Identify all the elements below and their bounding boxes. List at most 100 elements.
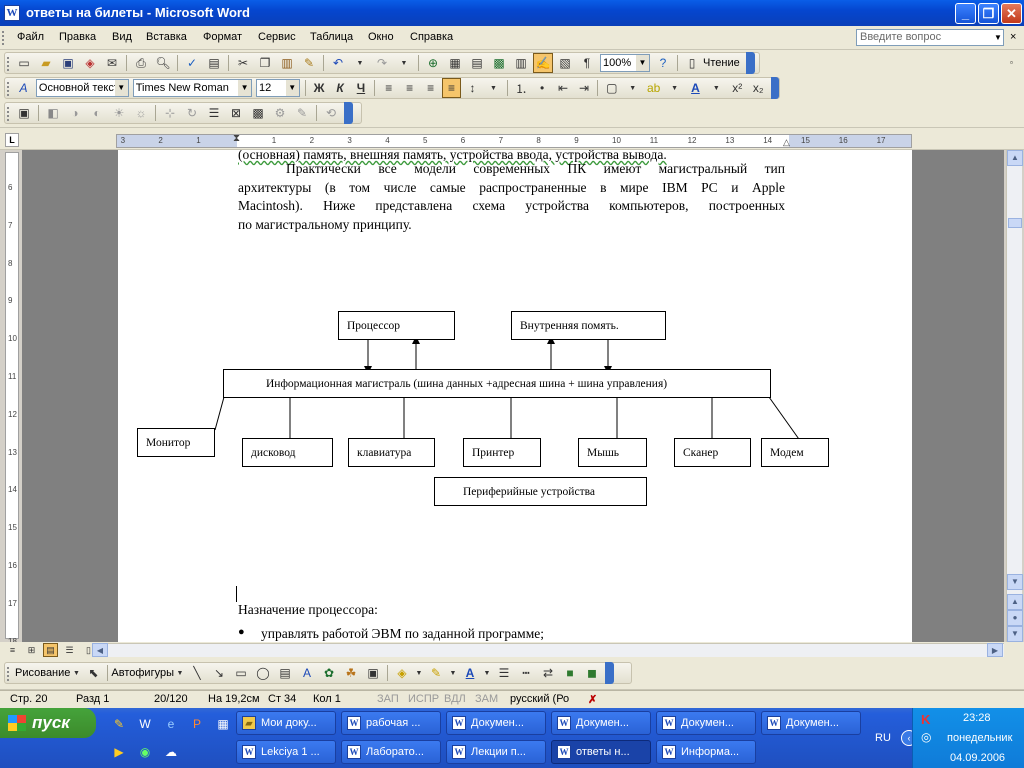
print-preview-icon[interactable]: 🔍︎ [155,56,171,70]
columns-icon[interactable]: ▥ [515,56,527,70]
redo-icon[interactable]: ↷ [376,56,388,70]
help-dropdown-icon[interactable]: ▼ [994,33,1002,42]
reset-picture-icon[interactable]: ⟲ [325,106,337,120]
next-page-icon[interactable]: ▼ [1007,626,1023,642]
size-dropdown-icon[interactable]: ▼ [285,80,299,96]
format-painter-icon[interactable]: ✎ [303,56,315,70]
align-right-icon[interactable]: ≡ [427,81,435,95]
close-doc-icon[interactable]: × [1010,31,1017,43]
status-ext[interactable]: ВДЛ [444,693,466,705]
line-color-dropdown-icon[interactable]: ▼ [449,669,457,677]
toolbar-options-icon[interactable] [344,102,353,124]
scroll-down-icon[interactable]: ▼ [1007,574,1023,590]
line-style-icon[interactable]: ☰ [498,666,510,680]
toolbar-options-icon[interactable] [770,77,780,99]
style-select[interactable]: Основной текст▼ [35,79,129,97]
menu-view[interactable]: Вид [112,31,132,43]
read-icon[interactable]: ▯ [688,56,696,70]
shadow-icon[interactable]: ■ [566,666,574,680]
highlight-dropdown-icon[interactable]: ▼ [671,84,678,92]
close-button[interactable]: ✕ [1001,3,1022,24]
font-color-dropdown-icon[interactable]: ▼ [712,84,720,92]
wordart-icon[interactable]: A [302,666,311,680]
clock-time[interactable]: 23:28 [963,712,991,724]
quicklaunch-shortcut-icon[interactable]: ✎ [113,717,125,731]
rectangle-icon[interactable]: ▭ [235,666,247,680]
quicklaunch-media-icon[interactable]: ▶ [114,745,124,759]
vertical-ruler[interactable]: 6789101112131415161718 [5,152,19,646]
color-icon[interactable]: ◧ [47,106,59,120]
new-document-icon[interactable]: ▭ [18,56,30,70]
autoshapes-dropdown-icon[interactable]: ▼ [176,669,184,677]
bullets-icon[interactable]: • [540,81,545,95]
research-icon[interactable]: ▤ [208,56,220,70]
hyperlink-icon[interactable]: ⊕ [427,56,439,70]
compress-icon[interactable]: ⊠ [230,106,242,120]
text-color-icon[interactable]: A [465,666,475,680]
line-spacing-dropdown-icon[interactable]: ▼ [489,84,497,92]
borders-dropdown-icon[interactable]: ▼ [629,84,637,92]
arrow-icon[interactable]: ↘ [213,666,225,680]
reading-view-icon[interactable]: ▯ [86,644,91,655]
increase-indent-icon[interactable]: ⇥ [578,81,589,95]
fill-dropdown-icon[interactable]: ▼ [415,669,423,677]
task-my-documents[interactable]: ▰Мои доку... [236,711,336,735]
toolbar-options-icon[interactable] [745,52,755,74]
permission-icon[interactable]: ◈ [85,56,95,70]
less-brightness-icon[interactable]: ☼ [135,106,147,120]
align-center-icon[interactable]: ≡ [406,81,414,95]
line-color-icon[interactable]: ✎ [430,666,442,680]
bold-button[interactable]: Ж [313,81,325,95]
document-page[interactable]: (основная) память, внешняя память, устро… [118,150,912,642]
undo-dropdown-icon[interactable]: ▼ [356,59,364,67]
prev-page-icon[interactable]: ▲ [1007,594,1023,610]
indent-marker-icon[interactable]: ⧗ [233,134,241,144]
browse-object-icon[interactable]: ● [1007,610,1023,626]
menu-table[interactable]: Таблица [310,31,354,43]
scroll-right-icon[interactable]: ▶ [987,643,1003,657]
toolbar-options-icon[interactable] [605,662,614,684]
open-folder-icon[interactable]: ▰ [41,56,51,70]
underline-button[interactable]: Ч [356,81,366,95]
menu-edit[interactable]: Правка [59,31,97,43]
draw-dropdown-icon[interactable]: ▼ [72,669,80,677]
volume-icon[interactable]: ◎ [921,730,932,744]
quicklaunch-messenger-icon[interactable]: ☁ [165,745,177,759]
tables-borders-icon[interactable]: ▦ [449,56,461,70]
arrow-style-icon[interactable]: ⇄ [542,666,554,680]
menu-tools[interactable]: Сервис [258,31,296,43]
transparent-color-icon[interactable]: ✎ [296,106,308,120]
oval-icon[interactable]: ◯ [256,666,270,680]
clipart-icon[interactable]: ☘ [345,666,357,680]
horizontal-scrollbar[interactable]: ◀ ▶ [92,643,1004,657]
language-indicator[interactable]: RU [875,732,891,744]
select-objects-icon[interactable]: ⬉ [88,666,99,680]
menu-insert[interactable]: Вставка [146,31,187,43]
redo-dropdown-icon[interactable]: ▼ [400,59,408,67]
print-layout-icon[interactable]: ▤ [43,643,58,657]
antivirus-icon[interactable]: K [921,712,931,727]
copy-icon[interactable]: ❐ [259,56,271,70]
line-icon[interactable]: ╲ [193,666,201,680]
decrease-indent-icon[interactable]: ⇤ [558,81,569,95]
fill-color-icon[interactable]: ◈ [397,666,407,680]
less-contrast-icon[interactable]: ◐ [93,106,101,120]
print-icon[interactable]: ⎙ [136,55,146,70]
text-color-dropdown-icon[interactable]: ▼ [483,669,491,677]
insert-picture-icon[interactable]: ▣ [18,106,30,120]
quicklaunch-globe-icon[interactable]: ◉ [139,745,151,759]
rotate-icon[interactable]: ↻ [186,106,198,120]
justify-icon[interactable]: ≡ [442,78,462,98]
diagram-icon[interactable]: ✿ [323,666,335,680]
save-icon[interactable]: ▣ [62,56,74,70]
zoom-select[interactable]: 100%▼ [600,54,650,72]
vertical-scrollbar[interactable]: ▲ ▼ ▲ ● ▼ [1006,150,1023,642]
more-contrast-icon[interactable]: ◑ [71,106,79,120]
scroll-thumb[interactable] [1008,218,1022,228]
